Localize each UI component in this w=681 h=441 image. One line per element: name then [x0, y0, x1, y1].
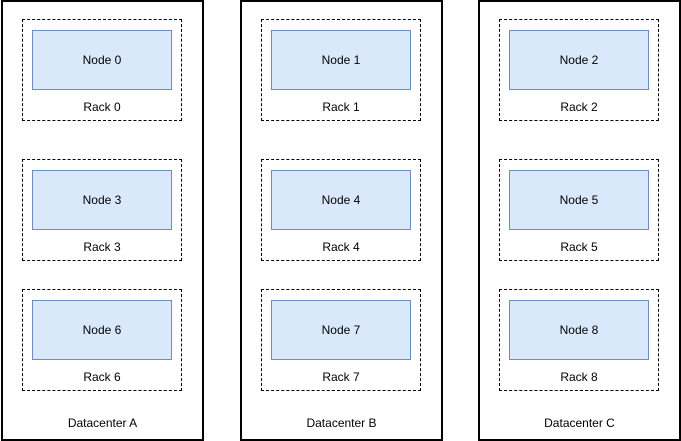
datacenter-a-label: Datacenter A	[67, 416, 138, 430]
node-6-label: Node 6	[82, 323, 122, 337]
node-3-label: Node 3	[82, 193, 122, 207]
datacenter-a-container: Node 0 Rack 0 Node 3 Rack 3 Node 6 Rack …	[1, 0, 204, 441]
node-2-box: Node 2	[509, 30, 649, 90]
rack-4-label: Rack 4	[322, 240, 360, 254]
rack-5-label: Rack 5	[560, 240, 598, 254]
rack-6-label: Rack 6	[83, 370, 121, 384]
rack-7-box: Node 7 Rack 7	[261, 289, 421, 391]
rack-0-label: Rack 0	[83, 100, 121, 114]
rack-8-label: Rack 8	[560, 370, 598, 384]
node-4-label: Node 4	[321, 193, 361, 207]
rack-1-box: Node 1 Rack 1	[261, 19, 421, 121]
node-5-label: Node 5	[559, 193, 599, 207]
node-2-label: Node 2	[559, 53, 599, 67]
rack-5-box: Node 5 Rack 5	[499, 159, 659, 261]
rack-0-box: Node 0 Rack 0	[22, 19, 182, 121]
node-4-box: Node 4	[271, 170, 411, 230]
rack-7-label: Rack 7	[322, 370, 360, 384]
rack-2-label: Rack 2	[560, 100, 598, 114]
rack-6-box: Node 6 Rack 6	[22, 289, 182, 391]
node-3-box: Node 3	[32, 170, 172, 230]
rack-3-label: Rack 3	[83, 240, 121, 254]
node-8-box: Node 8	[509, 300, 649, 360]
node-7-label: Node 7	[321, 323, 361, 337]
datacenter-b-label: Datacenter B	[306, 416, 377, 430]
node-0-label: Node 0	[82, 53, 122, 67]
rack-4-box: Node 4 Rack 4	[261, 159, 421, 261]
node-1-box: Node 1	[271, 30, 411, 90]
node-7-box: Node 7	[271, 300, 411, 360]
node-1-label: Node 1	[321, 53, 361, 67]
datacenter-b-container: Node 1 Rack 1 Node 4 Rack 4 Node 7 Rack …	[240, 0, 443, 441]
node-6-box: Node 6	[32, 300, 172, 360]
node-8-label: Node 8	[559, 323, 599, 337]
node-5-box: Node 5	[509, 170, 649, 230]
node-0-box: Node 0	[32, 30, 172, 90]
datacenter-c-label: Datacenter C	[544, 416, 615, 430]
rack-8-box: Node 8 Rack 8	[499, 289, 659, 391]
rack-1-label: Rack 1	[322, 100, 360, 114]
datacenter-c-container: Node 2 Rack 2 Node 5 Rack 5 Node 8 Rack …	[478, 0, 681, 441]
rack-2-box: Node 2 Rack 2	[499, 19, 659, 121]
rack-3-box: Node 3 Rack 3	[22, 159, 182, 261]
